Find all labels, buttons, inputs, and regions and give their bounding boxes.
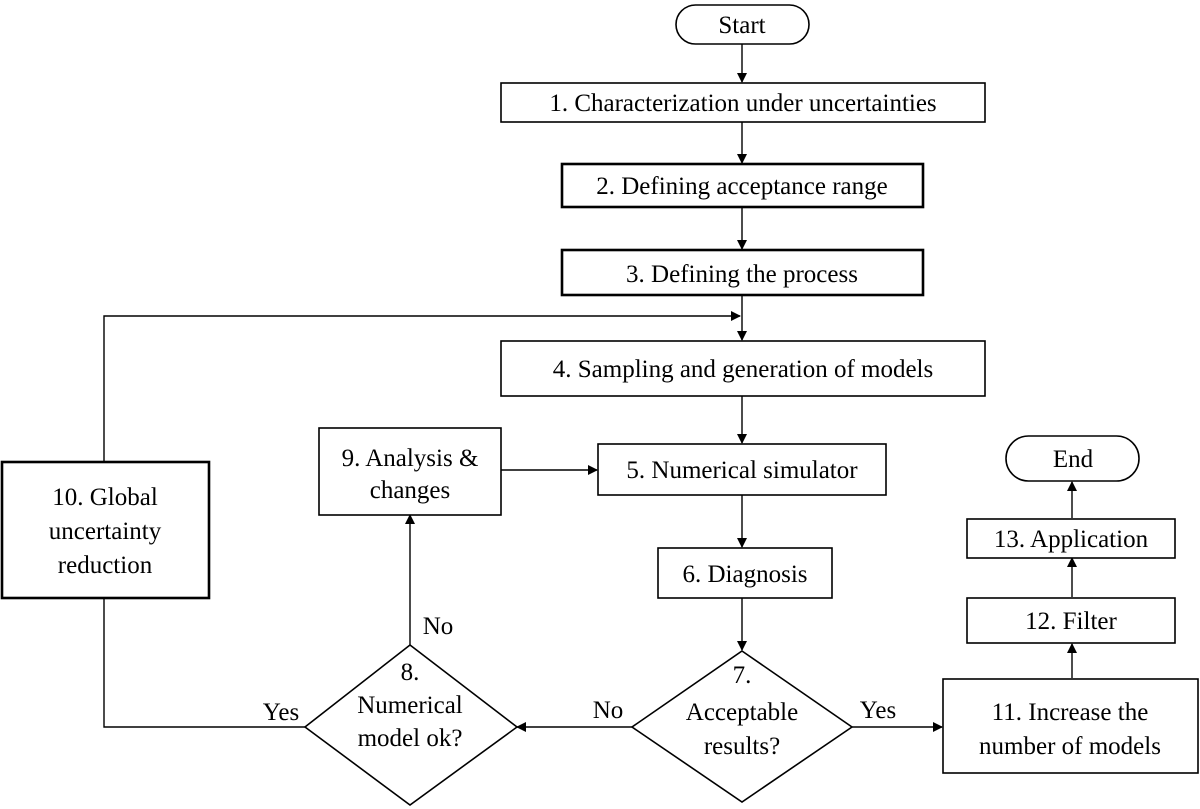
node-step8-decision: 8. Numerical model ok? [303,643,519,806]
node-step9: 9. Analysis & changes [318,427,502,516]
node-step12: 12. Filter [966,597,1176,644]
end-label: End [1053,446,1094,473]
step3-label: 3. Defining the process [626,261,858,288]
step11-label-line2: number of models [979,733,1161,760]
node-end: End [1005,435,1140,482]
step9-label-line1: 9. Analysis & [342,445,479,472]
node-step6: 6. Diagnosis [657,547,833,599]
step11-label-line1: 11. Increase the [992,699,1149,726]
edge-8-to-10 [103,598,305,728]
step7-label-line3: results? [704,733,780,760]
step5-label: 5. Numerical simulator [626,457,858,484]
step12-label: 12. Filter [1025,608,1117,635]
node-step13: 13. Application [966,518,1176,559]
edge-label-yes-8-to-10: Yes [263,699,299,726]
step7-label-line1: 7. [733,662,752,689]
start-label: Start [718,12,765,39]
step4-label: 4. Sampling and generation of models [553,356,933,383]
step8-label-line3: model ok? [358,725,463,752]
node-step2: 2. Defining acceptance range [560,162,925,209]
edge-label-no-8-to-9: No [423,613,454,640]
step8-label-line2: Numerical [357,692,463,719]
step1-label: 1. Characterization under uncertainties [549,90,936,117]
node-step7-decision: 7. Acceptable results? [630,650,854,803]
step2-label: 2. Defining acceptance range [596,173,888,200]
node-start: Start [675,4,810,45]
step9-label-line2: changes [370,477,451,504]
step10-label-line2: uncertainty [49,518,162,545]
step13-label: 13. Application [994,526,1149,553]
step10-label-line3: reduction [58,552,153,579]
connectors [103,44,1077,732]
node-step3: 3. Defining the process [560,248,925,297]
edge-label-yes-7-to-11: Yes [860,697,896,724]
edge-label-no-7-to-8: No [593,697,624,724]
step8-label-line1: 8. [401,659,420,686]
node-step1: 1. Characterization under uncertainties [500,82,986,123]
step10-label-line1: 10. Global [52,484,158,511]
step6-label: 6. Diagnosis [683,561,808,588]
node-step4: 4. Sampling and generation of models [500,340,986,397]
edge-10-to-4 [103,311,741,461]
node-step11: 11. Increase the number of models [942,678,1199,774]
node-step10: 10. Global uncertainty reduction [0,460,211,600]
step7-label-line2: Acceptable [686,699,798,726]
node-step5: 5. Numerical simulator [597,443,887,496]
